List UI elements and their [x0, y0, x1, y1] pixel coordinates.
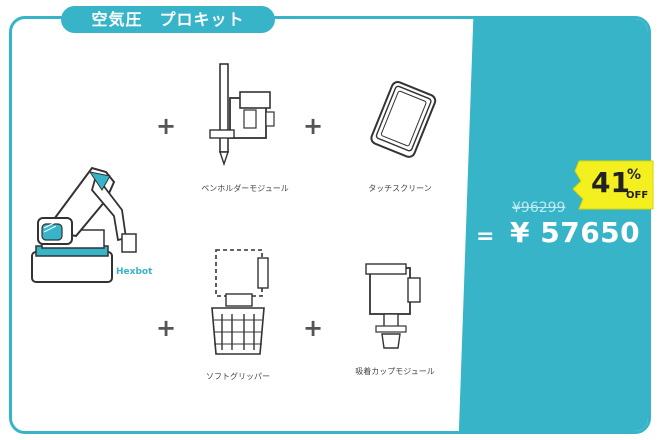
kit-title: 空気圧 プロキット — [61, 6, 275, 33]
item-label-suction-cup: 吸着カップモジュール — [355, 367, 435, 376]
suction-cup-image — [365, 263, 421, 349]
discount-number: 41 — [591, 166, 630, 199]
sale-price: ¥ 57650 — [510, 216, 641, 249]
item-label-touch-screen: タッチスクリーン — [368, 184, 432, 193]
touch-screen-image — [370, 81, 437, 158]
price-panel — [478, 19, 648, 431]
hexbot-label: Hexbot — [116, 267, 153, 277]
equals-sign: = — [476, 224, 495, 249]
item-label-pen-holder: ペンホルダーモジュール — [201, 184, 289, 193]
discount-percent: % — [627, 167, 642, 183]
item-label-soft-gripper: ソフトグリッパー — [206, 372, 270, 381]
plus-sign: + — [303, 314, 324, 342]
plus-sign: + — [156, 314, 177, 342]
discount-badge — [572, 160, 654, 210]
plus-sign: + — [303, 112, 324, 140]
discount-off: OFF — [626, 190, 649, 201]
soft-gripper-image — [211, 249, 269, 355]
hexbot-robot-image — [31, 166, 137, 283]
original-price: ¥96299 — [512, 200, 566, 216]
pen-holder-image — [209, 63, 275, 167]
plus-sign: + — [156, 112, 177, 140]
